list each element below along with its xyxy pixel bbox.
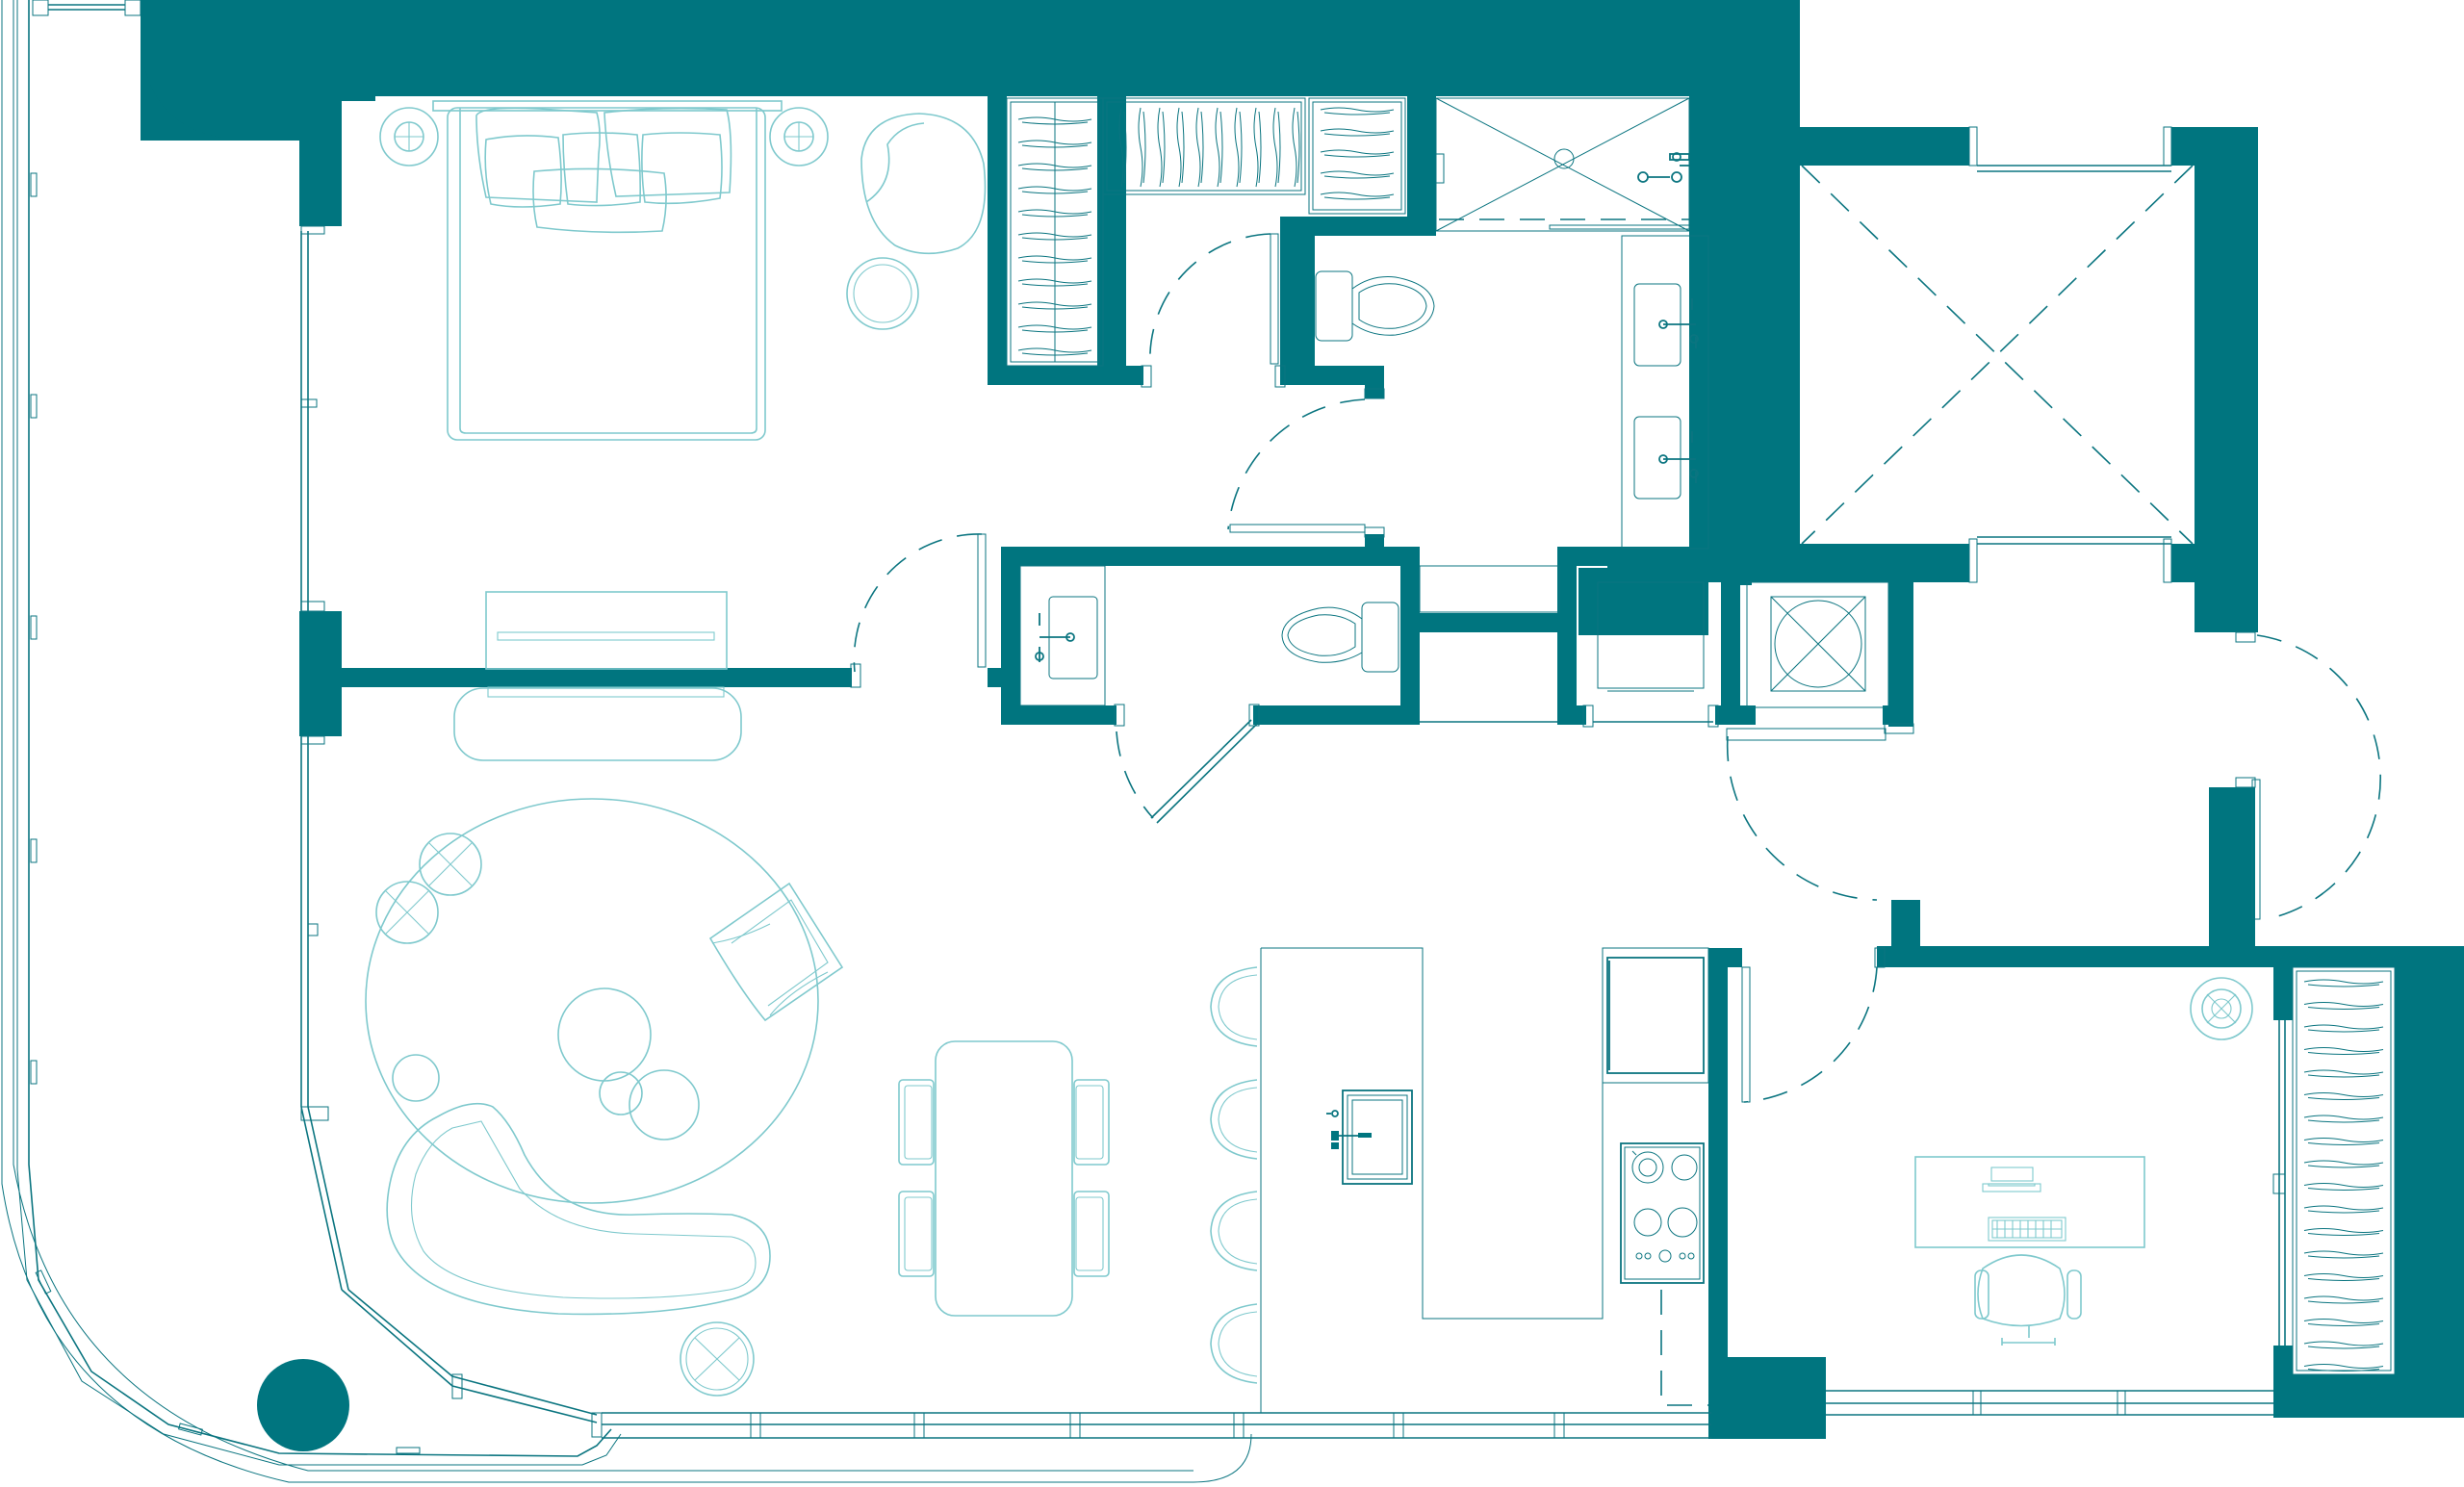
door-swing-icon [850,233,2382,1103]
sofa-icon [386,1102,771,1316]
cooktop-icon [1620,1142,1705,1284]
chair-icon [846,113,987,330]
study-wardrobe [2292,966,2396,1375]
pouf-icon [375,833,482,1102]
basin-icon [1621,235,1709,550]
laundry-units [1419,565,1889,708]
plant-icon [379,107,829,167]
dining-chairs [898,1079,1110,1277]
desk-icon [1914,1156,2145,1248]
coffee-table [557,987,700,1141]
dining-table-icon [680,1040,1073,1397]
window-icon [300,126,2286,1439]
study-plant [2190,977,2253,1040]
kitchen-island [1260,947,1708,1413]
bar-stool-icon [1210,966,1258,1384]
tv-unit [453,687,742,761]
walls [141,0,2464,1439]
terrace-outline [1,0,1252,1483]
office-chair [1974,1254,2082,1346]
bed-icon [432,100,783,441]
void [1801,165,2194,545]
wardrobe-icon [1006,97,1406,367]
tv-console [485,591,728,670]
fridge-unit [1602,947,1709,1084]
sink-icon [1326,1090,1413,1185]
toilet-icon [1315,270,1435,342]
column-icon [257,1359,349,1451]
shower-icon [1435,97,1690,232]
powder-toilet [1281,602,1399,673]
powder-basin [1019,565,1106,706]
rug [365,798,819,1204]
armchair-icon [708,882,844,1022]
